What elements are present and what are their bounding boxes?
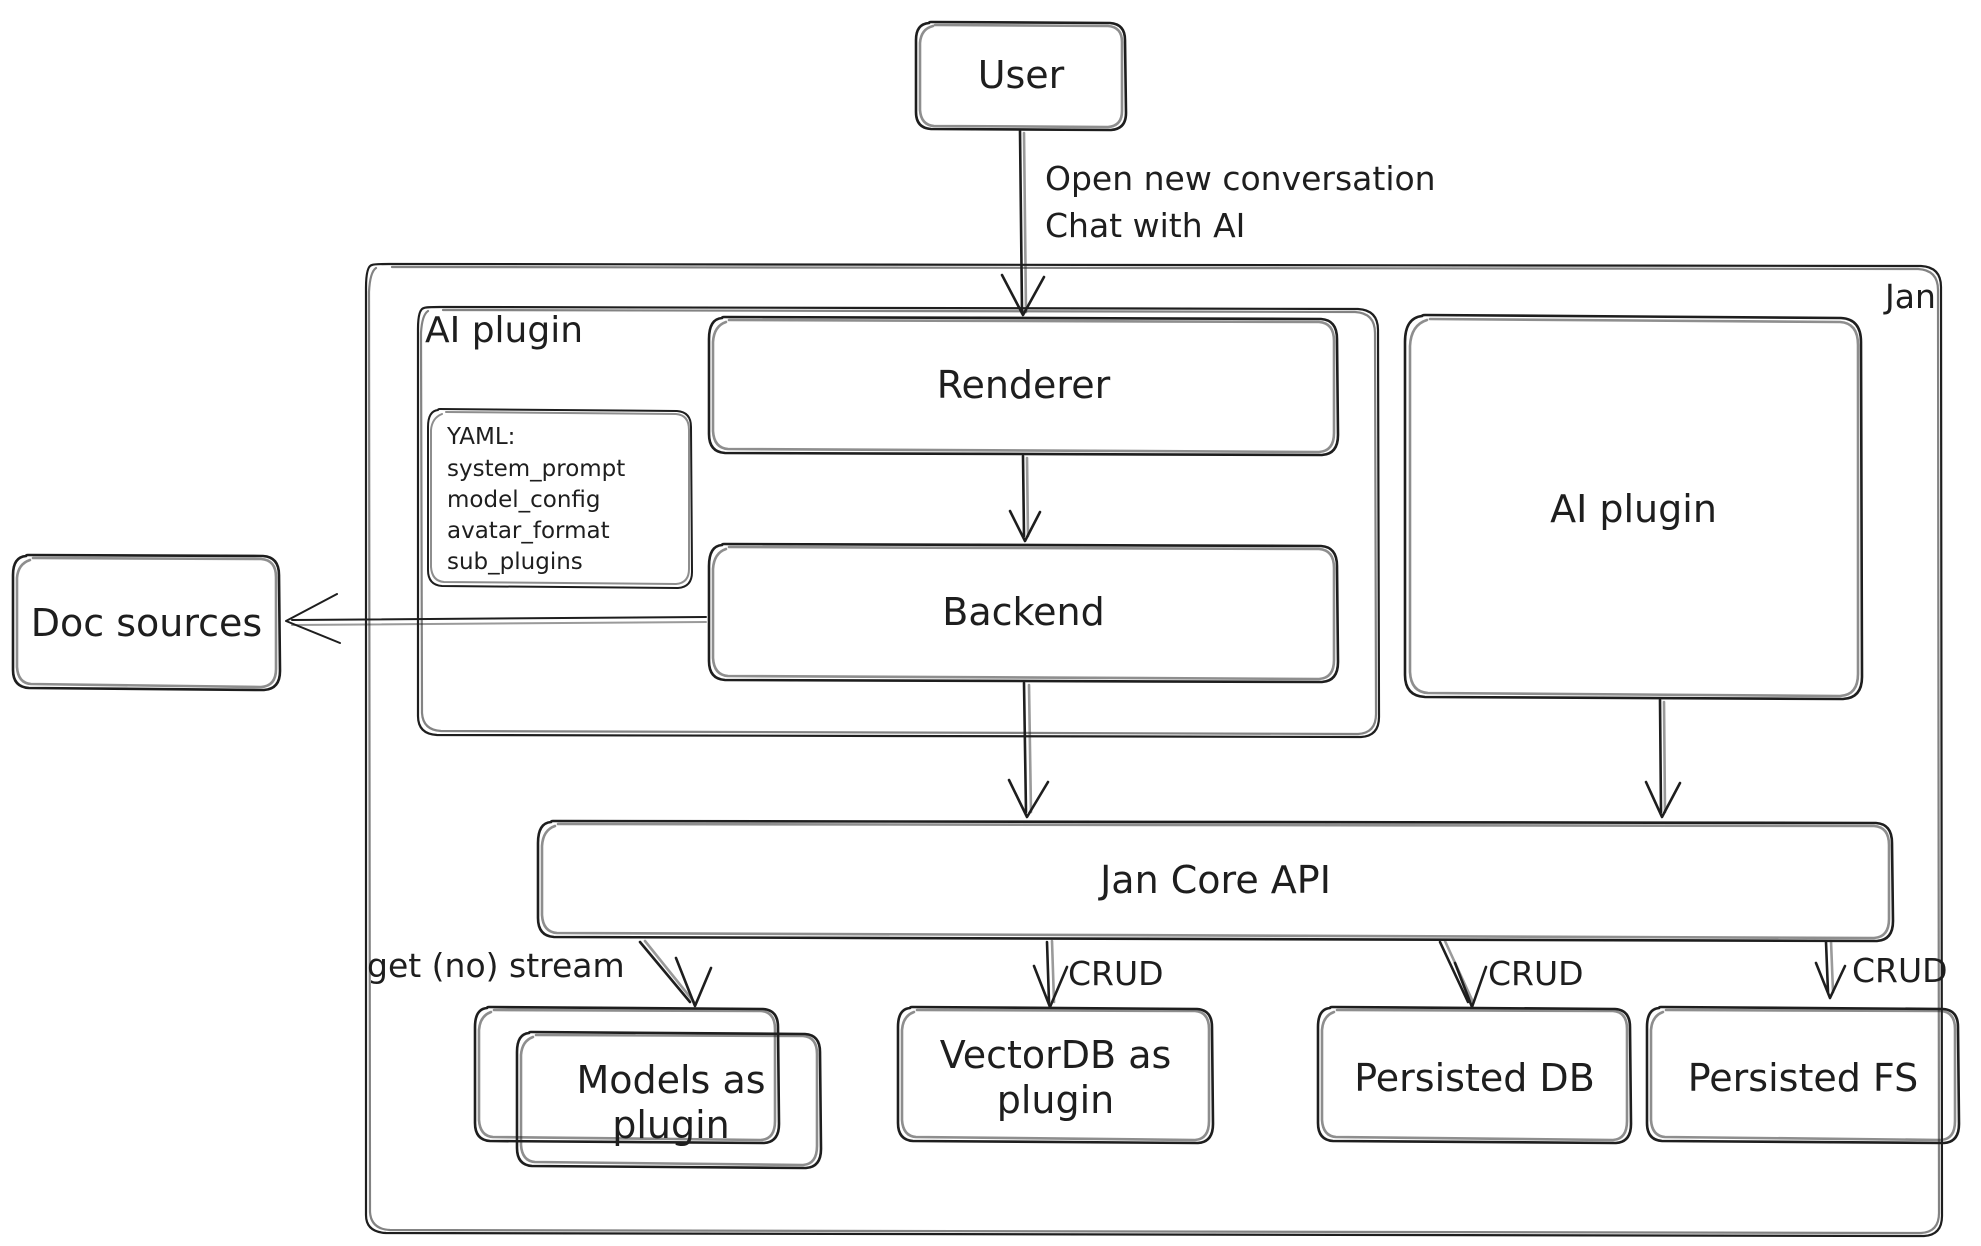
node-user-outline[interactable] xyxy=(914,20,1128,132)
arrow-jan-core-api-to-persisted-db xyxy=(1438,939,1488,1009)
node-jan-core-api-outline[interactable] xyxy=(536,819,1895,943)
node-ai-plugin-outline[interactable] xyxy=(1403,313,1864,701)
node-backend-outline[interactable] xyxy=(707,542,1340,684)
arrow-jan-core-api-to-models xyxy=(638,939,713,1008)
arrow-jan-core-api-to-vectordb xyxy=(1032,939,1069,1009)
node-models-as-plugin-outline[interactable] xyxy=(473,1005,823,1170)
arrow-user-to-renderer xyxy=(1000,129,1046,317)
node-renderer-outline[interactable] xyxy=(707,315,1340,457)
arrow-backend-to-doc-sources xyxy=(285,593,707,644)
node-persisted-db-outline[interactable] xyxy=(1316,1005,1633,1145)
arrow-jan-core-api-to-persisted-fs xyxy=(1814,939,1847,1000)
arrow-backend-to-jan-core-api xyxy=(1007,681,1050,819)
group-ai-plugin-outline xyxy=(416,305,1381,739)
arrow-ai-plugin-to-jan-core-api xyxy=(1644,698,1682,819)
group-jan-outline xyxy=(364,262,1944,1238)
node-yaml-card-outline xyxy=(427,408,693,589)
node-doc-sources-outline[interactable] xyxy=(11,553,282,692)
arrow-renderer-to-backend xyxy=(1008,454,1042,543)
node-vectordb-as-plugin-outline[interactable] xyxy=(896,1005,1215,1145)
node-persisted-fs-outline[interactable] xyxy=(1645,1005,1961,1145)
